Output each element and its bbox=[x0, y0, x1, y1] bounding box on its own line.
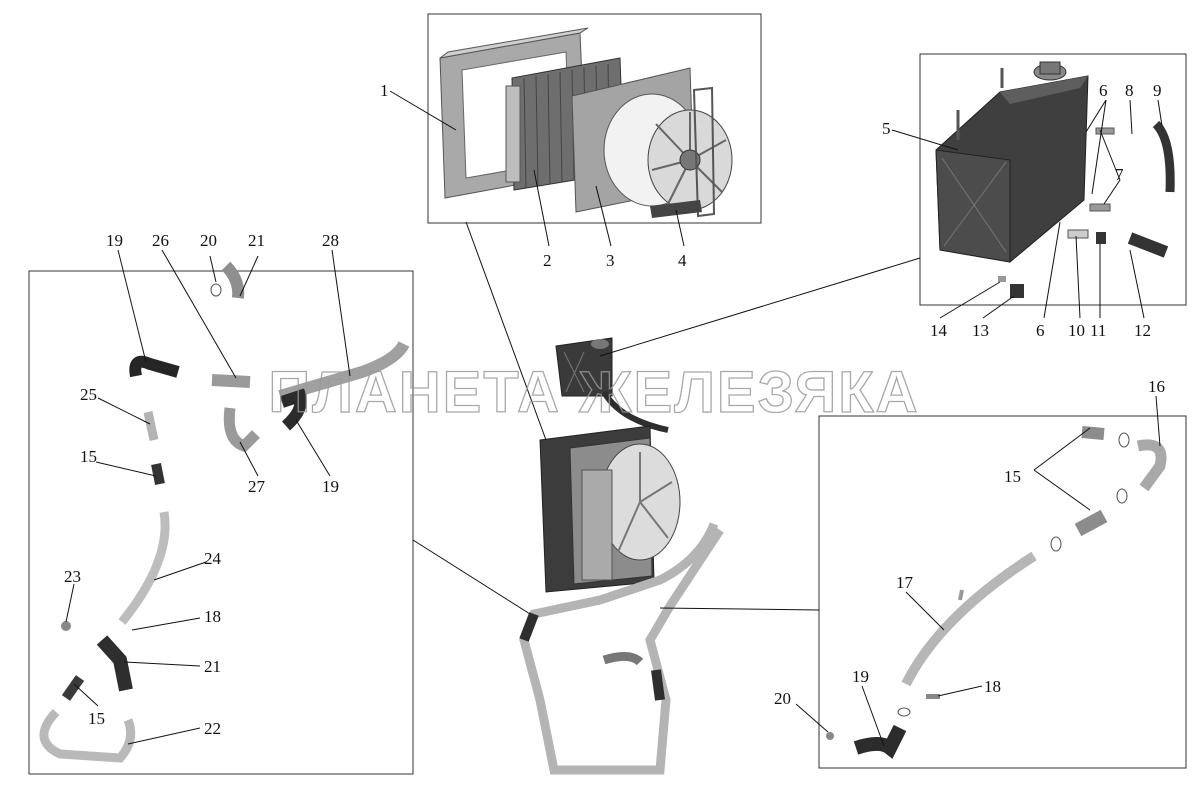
callout-15-left-bottom: 15 bbox=[88, 709, 105, 728]
expansion-tank-drawing bbox=[935, 61, 1175, 298]
callout-10: 10 bbox=[1068, 321, 1085, 340]
callout-22: 22 bbox=[204, 719, 221, 738]
callout-8: 8 bbox=[1125, 81, 1134, 100]
callout-labels: 1 2 3 4 5 6 7 8 9 6 10 11 12 13 14 19 26… bbox=[64, 81, 1165, 738]
connector-lines bbox=[412, 221, 921, 615]
radiator-assembly-frame bbox=[427, 13, 762, 224]
callout-20-left: 20 bbox=[200, 231, 217, 250]
callout-16: 16 bbox=[1148, 377, 1165, 396]
radiator-assembly-drawing bbox=[439, 27, 733, 218]
center-assembly-drawing bbox=[519, 337, 724, 775]
callout-20-right: 20 bbox=[774, 689, 791, 708]
callout-2: 2 bbox=[543, 251, 552, 270]
watermark: ПЛАНЕТА ЖЕЛЕЗЯКА bbox=[269, 360, 920, 425]
callout-19-left-mid: 19 bbox=[322, 477, 339, 496]
callout-18-right: 18 bbox=[984, 677, 1001, 696]
callout-6-top: 6 bbox=[1099, 81, 1108, 100]
callout-19-left-top: 19 bbox=[106, 231, 123, 250]
callout-11: 11 bbox=[1090, 321, 1106, 340]
leader-lines bbox=[65, 90, 1163, 747]
left-pipes-drawing bbox=[39, 261, 410, 763]
callout-15-right: 15 bbox=[1004, 467, 1021, 486]
callout-4: 4 bbox=[678, 251, 687, 270]
callout-26: 26 bbox=[152, 231, 169, 250]
callout-12: 12 bbox=[1134, 321, 1151, 340]
callout-23: 23 bbox=[64, 567, 81, 586]
callout-18-left: 18 bbox=[204, 607, 221, 626]
right-pipes-drawing bbox=[826, 426, 1167, 759]
expansion-tank-frame bbox=[919, 53, 1187, 306]
callout-13: 13 bbox=[972, 321, 989, 340]
callout-15-left-top: 15 bbox=[80, 447, 97, 466]
callout-24: 24 bbox=[204, 549, 222, 568]
right-pipes-frame bbox=[818, 415, 1187, 769]
callout-17: 17 bbox=[896, 573, 914, 592]
callout-21-bottom: 21 bbox=[204, 657, 221, 676]
callout-28: 28 bbox=[322, 231, 339, 250]
callout-3: 3 bbox=[606, 251, 615, 270]
callout-21-top: 21 bbox=[248, 231, 265, 250]
callout-19-right: 19 bbox=[852, 667, 869, 686]
left-pipes-frame bbox=[28, 270, 414, 775]
callout-27: 27 bbox=[248, 477, 266, 496]
callout-1: 1 bbox=[380, 81, 389, 100]
callout-7: 7 bbox=[1115, 165, 1124, 184]
callout-6-bottom: 6 bbox=[1036, 321, 1045, 340]
callout-25: 25 bbox=[80, 385, 97, 404]
callout-5: 5 bbox=[882, 119, 891, 138]
callout-14: 14 bbox=[930, 321, 948, 340]
callout-9: 9 bbox=[1153, 81, 1162, 100]
